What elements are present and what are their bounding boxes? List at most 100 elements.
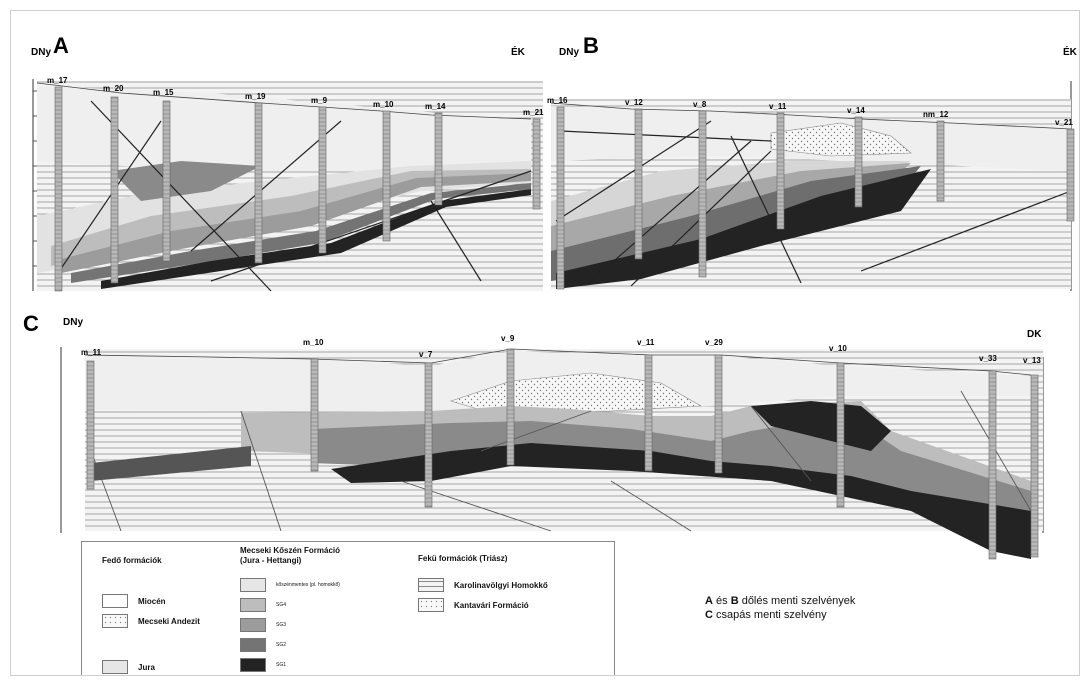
legend-item-jura: Jura (102, 660, 155, 674)
well-label: m_21 (523, 108, 544, 117)
legend-swatch-sg1 (240, 658, 266, 672)
panel-c-east-coal-block (751, 401, 891, 451)
panel-c-surface-line (84, 348, 1032, 376)
well-label: m_19 (245, 92, 266, 101)
legend-label: Kantavári Formáció (454, 600, 529, 610)
panel-a-upper-sg-block (111, 161, 261, 201)
legend-item-andesite: Mecseki Andezit (102, 614, 200, 628)
note-text: csapás menti szelvény (712, 609, 827, 621)
panel-a-left-direction: DNy (31, 47, 51, 58)
panel-b-letter: B (583, 33, 599, 58)
well-label: v_29 (705, 338, 723, 347)
panel-a-sg2-layer (71, 183, 531, 283)
well-label: m_17 (47, 76, 68, 85)
panel-c-sg1-layer (331, 443, 1031, 559)
well-v29 (714, 354, 723, 474)
note-strike-section: C csapás menti szelvény (705, 609, 827, 622)
well-label: v_21 (1055, 118, 1073, 127)
well-label: v_12 (625, 98, 643, 107)
legend-swatch-kantavari (418, 598, 444, 612)
legend-swatch-sg3 (240, 618, 266, 632)
well-m9 (318, 106, 327, 254)
well-v11 (776, 112, 785, 230)
well-m15 (162, 100, 171, 262)
well-label: m_14 (425, 102, 446, 111)
legend-item-sg1: SG1 (240, 658, 286, 672)
legend-overlying-title: Fedő formációk (102, 556, 162, 565)
well-v21 (1066, 128, 1075, 222)
well-nm12 (936, 120, 945, 202)
well-label: m_9 (311, 96, 328, 105)
panel-a-wells (54, 86, 541, 292)
panel-b-andesite-body (770, 122, 912, 157)
legend-underlying-title: Fekü formációk (Triász) (418, 554, 508, 563)
legend-label: Jura (138, 662, 155, 672)
legend-label: Mecseki Andezit (138, 616, 200, 626)
panel-a-jura-cover (37, 86, 531, 171)
well-v14 (854, 116, 863, 208)
panel-b-wells (556, 106, 1075, 290)
well-m20 (110, 96, 119, 284)
well-m16 (556, 106, 565, 290)
panel-a-faults (55, 100, 532, 292)
well-label: m_15 (153, 88, 174, 97)
well-label: nm_12 (923, 110, 949, 119)
well-m19 (254, 102, 263, 264)
well-label: v_11 (769, 102, 787, 111)
legend-item-miocen: Miocén (102, 594, 166, 608)
well-label: v_13 (1023, 356, 1041, 365)
note-dip-sections: A és B dőlés menti szelvények (705, 595, 855, 608)
panel-c-right-direction: DK (1027, 329, 1042, 340)
legend-box: Fedő formációk Miocén Mecseki Andezit Ju… (81, 541, 615, 675)
well-v12 (634, 108, 643, 260)
well-label: m_16 (547, 96, 568, 105)
panel-a-sg3-layer (61, 173, 531, 273)
panel-b-sg1-layer (556, 169, 931, 289)
well-label: v_33 (979, 354, 997, 363)
well-label: v_9 (501, 334, 515, 343)
legend-label: SG2 (276, 642, 287, 648)
panel-b: DNy B ÉK m_16 v_12 (547, 33, 1078, 291)
well-v8 (698, 110, 707, 278)
note-letter-a: A (705, 595, 713, 607)
geological-cross-sections-figure: DNy A ÉK (10, 10, 1080, 676)
legend-swatch-sg4 (240, 598, 266, 612)
well-label: m_20 (103, 84, 124, 93)
panel-b-surface-line (550, 102, 1072, 130)
legend-mecsek-subtitle: (Jura - Hettangi) (240, 556, 302, 565)
well-m10 (382, 110, 391, 242)
panel-c-left-coal-block (91, 446, 251, 481)
legend-swatch-noncoal (240, 578, 266, 592)
well-v7 (424, 362, 433, 508)
well-label: v_11 (637, 338, 655, 347)
panel-c-left-direction: DNy (63, 317, 83, 328)
panel-c-well-labels: m_11 m_10 v_7 v_9 v_11 v_29 v_10 v_33 v_… (81, 334, 1041, 365)
panel-c: C DNy DK (23, 311, 1044, 560)
panel-a-well-labels: m_17 m_20 m_15 m_19 m_9 m_10 m_14 m_21 (47, 76, 544, 117)
well-label: v_7 (419, 350, 433, 359)
legend-label: kőszénmentes (pl. homokkő) (276, 582, 340, 588)
legend-item-karolinavolgyi: Karolinavölgyi Homokkő (418, 578, 548, 592)
well-m10-c (310, 358, 319, 472)
well-label: m_10 (303, 338, 324, 347)
panel-a-scale-ticks (33, 90, 37, 267)
well-v13 (1030, 374, 1039, 558)
cross-sections-svg: DNy A ÉK (23, 33, 1078, 560)
legend-item-kantavari: Kantavári Formáció (418, 598, 529, 612)
well-label: v_8 (693, 100, 707, 109)
panel-a-letter: A (53, 33, 69, 58)
legend-label: SG3 (276, 622, 287, 628)
panel-a-right-direction: ÉK (511, 45, 526, 58)
note-letter-b: B (730, 595, 739, 607)
legend-label: SG1 (276, 662, 287, 668)
note-letter-c: C (705, 609, 713, 621)
well-m14 (434, 112, 443, 206)
well-label: v_14 (847, 106, 865, 115)
legend-label: SG4 (276, 602, 287, 608)
panel-c-wells (86, 348, 1039, 560)
legend-item-sg2: SG2 (240, 638, 286, 652)
legend-label: Karolinavölgyi Homokkő (454, 580, 548, 590)
well-m17 (54, 86, 63, 292)
well-label: m_11 (81, 348, 102, 357)
legend-swatch-jura (102, 660, 128, 674)
